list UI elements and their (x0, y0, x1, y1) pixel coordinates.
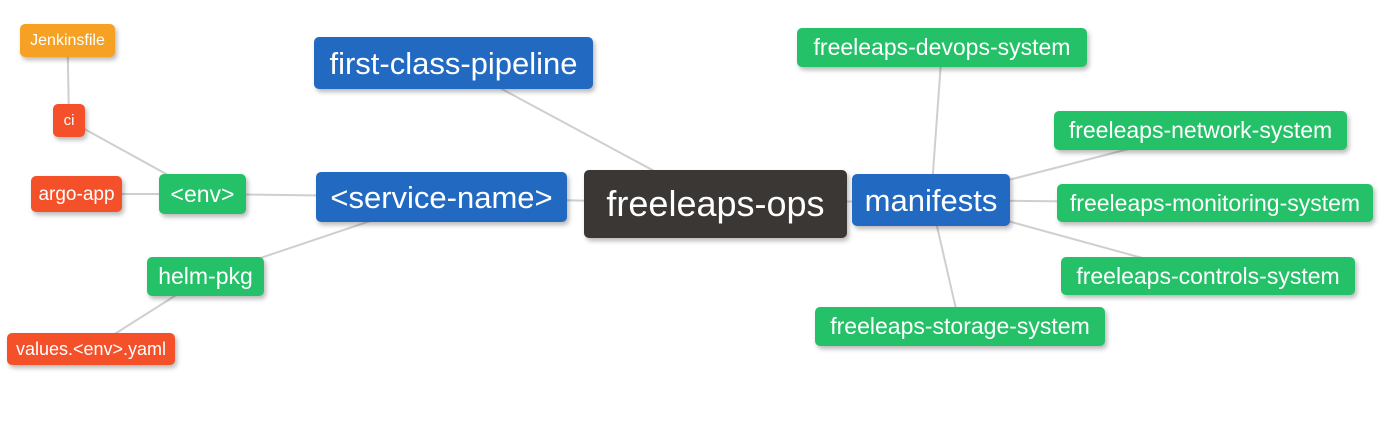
node-freeleaps-network-system[interactable]: freeleaps-network-system (1054, 111, 1347, 150)
node-freeleaps-controls-system[interactable]: freeleaps-controls-system (1061, 257, 1355, 295)
node-service-name[interactable]: <service-name> (316, 172, 567, 222)
node-helm-pkg[interactable]: helm-pkg (147, 257, 264, 296)
node-argo-app[interactable]: argo-app (31, 176, 122, 212)
node-freeleaps-monitoring-system[interactable]: freeleaps-monitoring-system (1057, 184, 1373, 222)
node-freeleaps-devops-system[interactable]: freeleaps-devops-system (797, 28, 1087, 67)
node-values-env-yaml[interactable]: values.<env>.yaml (7, 333, 175, 365)
node-jenkinsfile[interactable]: Jenkinsfile (20, 24, 115, 57)
node-manifests[interactable]: manifests (852, 174, 1010, 226)
node-first-class-pipeline[interactable]: first-class-pipeline (314, 37, 593, 89)
node-env[interactable]: <env> (159, 174, 246, 214)
node-ci[interactable]: ci (53, 104, 85, 137)
node-freeleaps-ops[interactable]: freeleaps-ops (584, 170, 847, 238)
node-freeleaps-storage-system[interactable]: freeleaps-storage-system (815, 307, 1105, 346)
